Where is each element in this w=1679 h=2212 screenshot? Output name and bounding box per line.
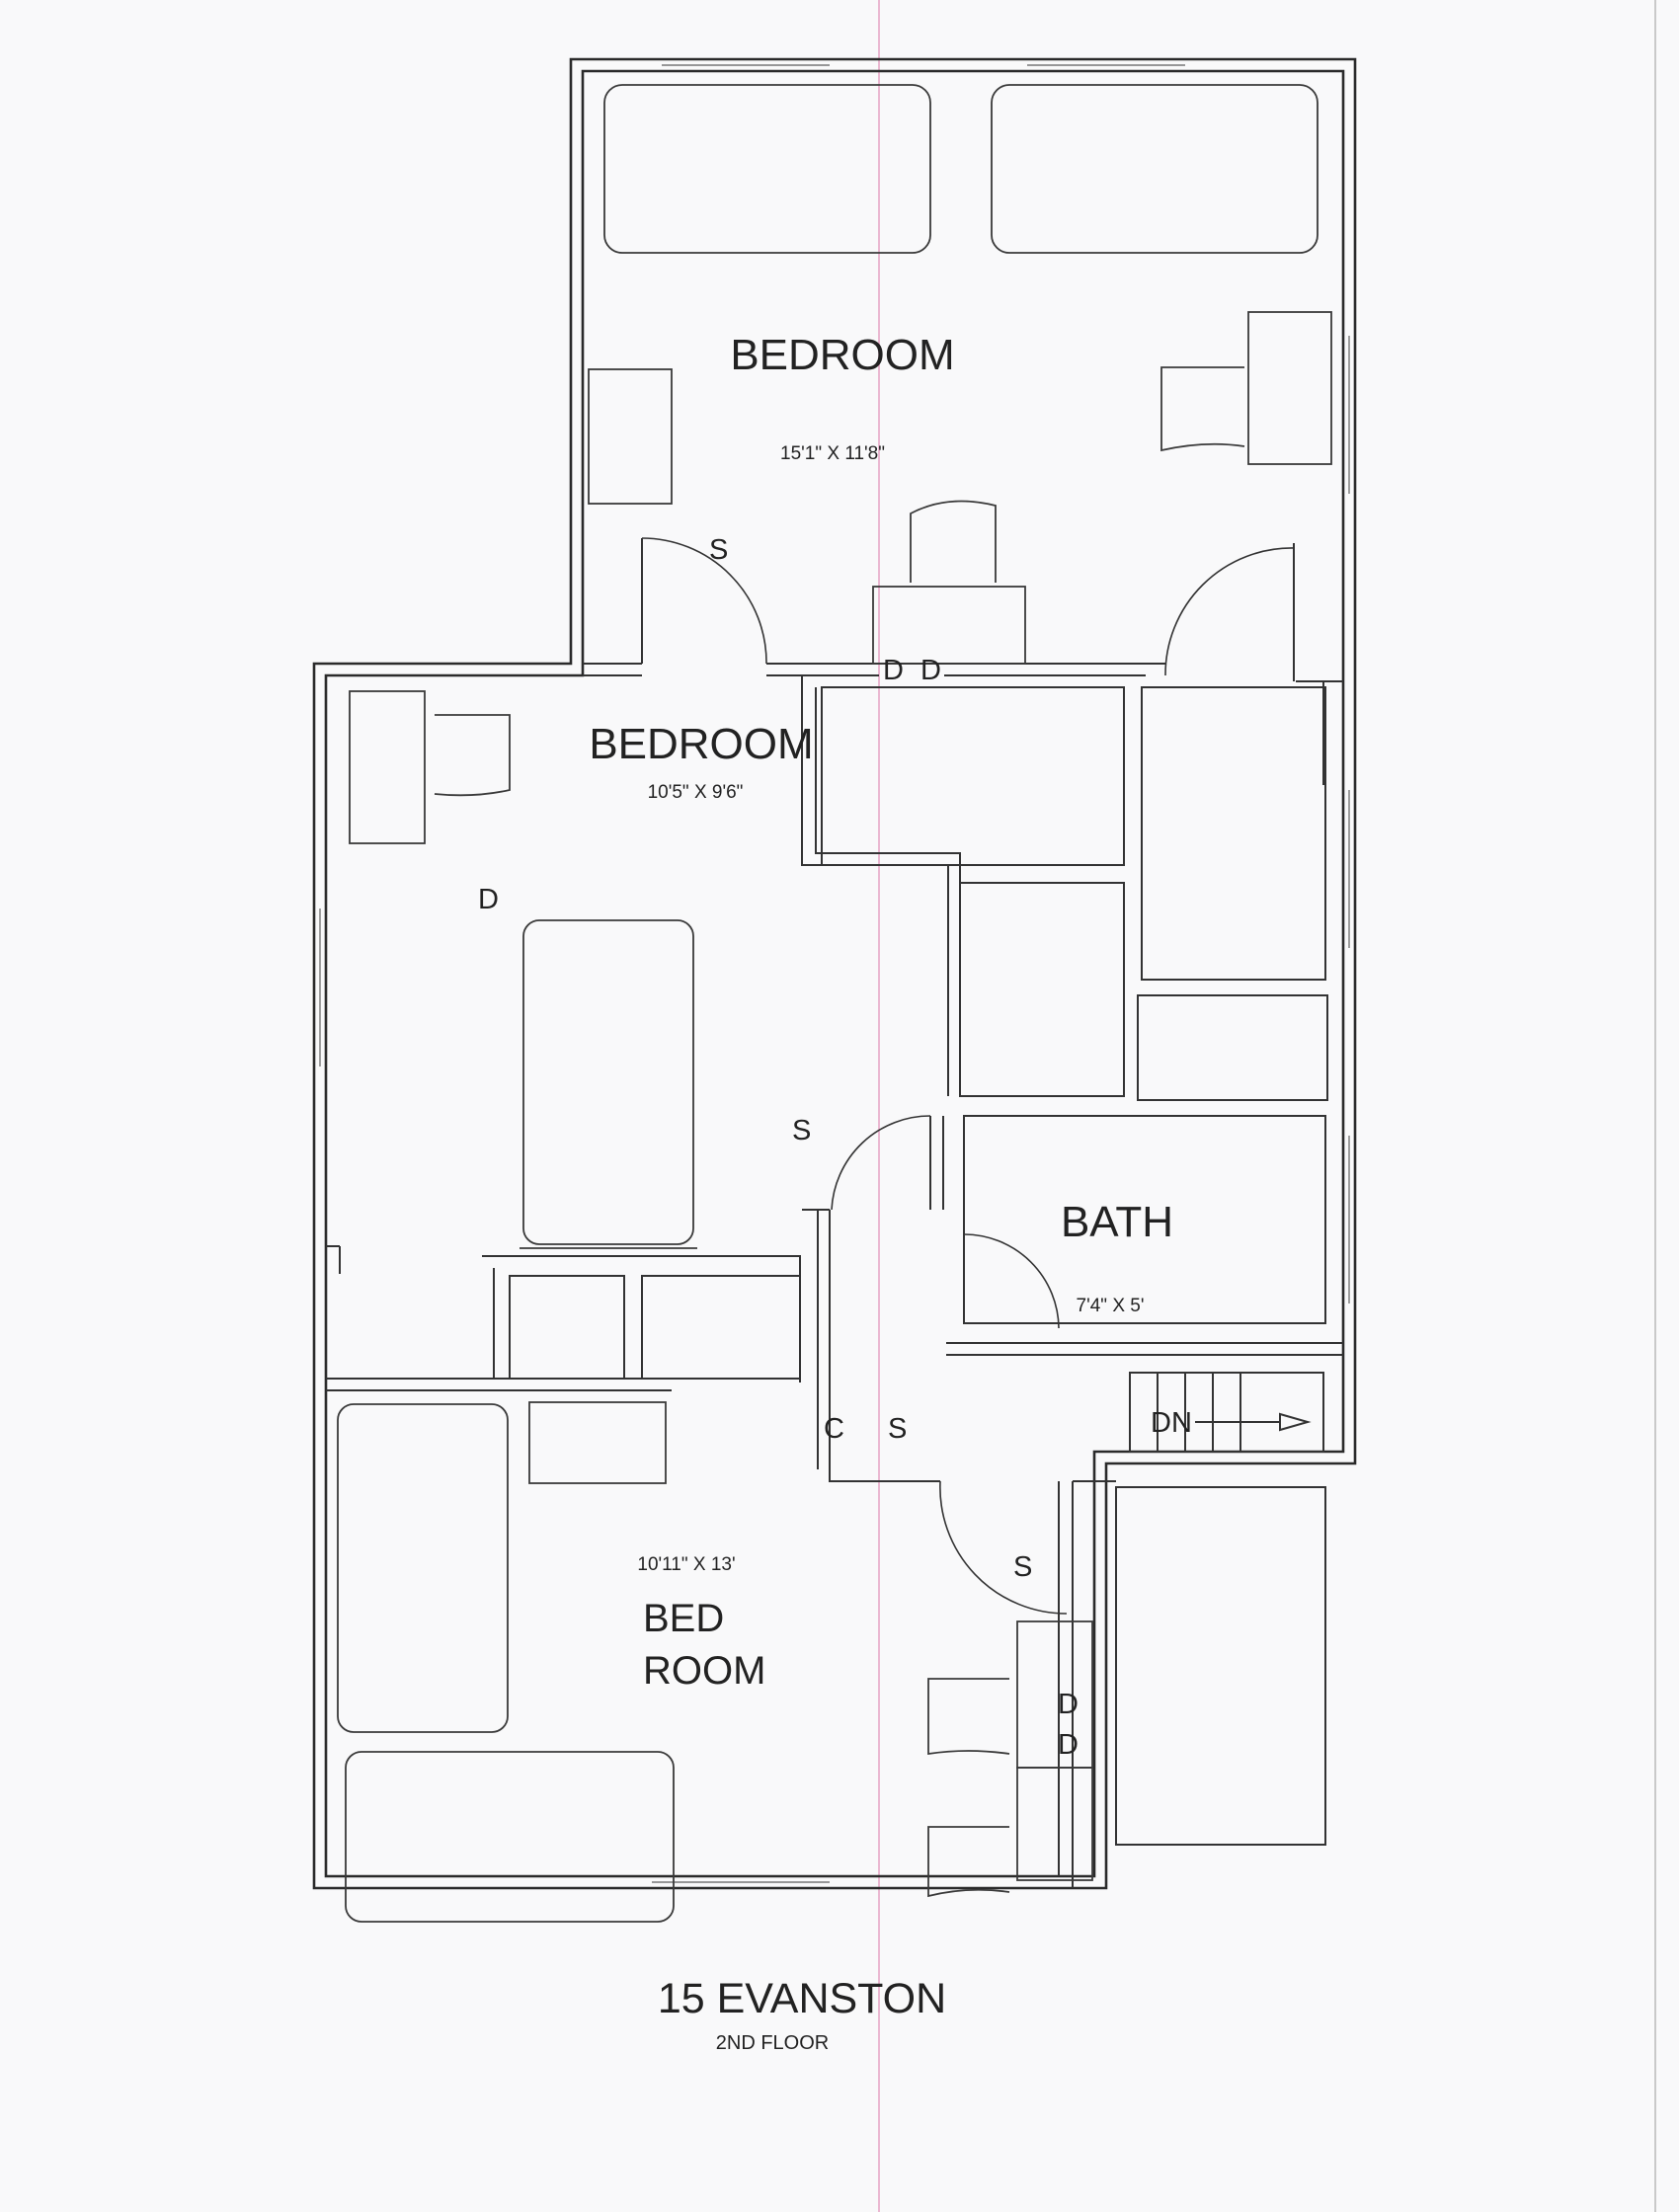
marker-s-top-door: S — [709, 534, 728, 566]
marker-s-bottom-door: S — [1013, 1551, 1032, 1583]
room-label-top-bedroom: BEDROOM — [730, 331, 954, 379]
room-dimension-left-bedroom: 10'5" X 9'6" — [648, 782, 744, 803]
room-label-bath: BATH — [1061, 1198, 1173, 1246]
plan-title: 15 EVANSTON — [658, 1975, 946, 2022]
room-dimension-top-bedroom: 15'1" X 11'8" — [780, 443, 885, 464]
room-label-left-bedroom: BEDROOM — [589, 720, 813, 768]
plan-subtitle: 2ND FLOOR — [716, 2032, 829, 2054]
marker-d-bottom-2: D — [1058, 1729, 1079, 1761]
marker-s-hall: S — [888, 1413, 907, 1445]
marker-d-left-bedroom: D — [478, 884, 499, 915]
marker-c-hall: C — [824, 1413, 844, 1445]
stairs-down-label: DN — [1151, 1407, 1192, 1439]
marker-d-top-1: D — [883, 655, 904, 686]
door-swings — [641, 537, 1295, 1615]
room-dimension-bottom-bedroom: 10'11" X 13' — [637, 1554, 735, 1575]
marker-s-left-bedroom: S — [792, 1115, 811, 1146]
room-dimension-bath: 7'4" X 5' — [1077, 1296, 1145, 1316]
room-label-bottom-bedroom-line1: BED — [643, 1597, 724, 1640]
interior-walls — [326, 538, 1343, 1888]
marker-d-bottom-1: D — [1058, 1689, 1079, 1720]
exterior-walls — [312, 57, 1357, 1890]
furniture — [337, 84, 1332, 1923]
marker-d-top-2: D — [920, 655, 941, 686]
room-label-bottom-bedroom-line2: ROOM — [643, 1649, 765, 1693]
